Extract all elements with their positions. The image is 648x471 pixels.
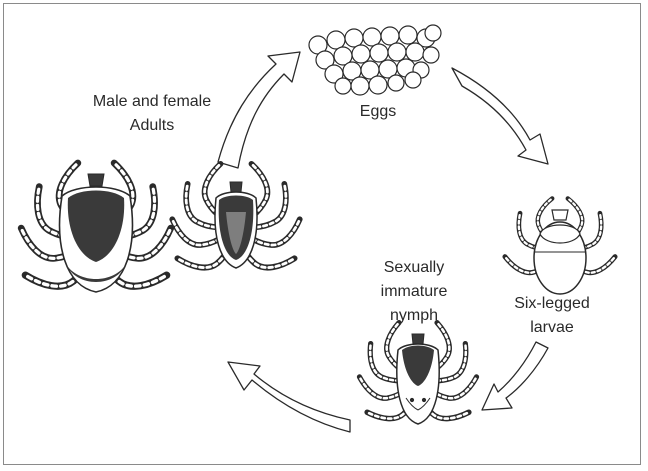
larva-tick bbox=[505, 198, 615, 294]
adult-female-tick bbox=[21, 163, 171, 302]
nymph-tick bbox=[360, 323, 477, 431]
arrow-adults-to-eggs bbox=[218, 52, 300, 168]
nymph-label-line-3: nymph bbox=[366, 304, 462, 328]
arrow-eggs-to-larvae bbox=[452, 68, 548, 164]
adults-label: Male and female Adults bbox=[78, 90, 226, 138]
nymph-label-line-1: Sexually bbox=[366, 256, 462, 280]
arrow-larvae-to-nymph bbox=[482, 342, 548, 410]
larvae-label-line-1: Six-legged bbox=[500, 292, 604, 316]
larvae-label: Six-legged larvae bbox=[500, 292, 604, 340]
adults-label-line-1: Male and female bbox=[78, 90, 226, 114]
nymph-label-line-2: immature bbox=[366, 280, 462, 304]
nymph-label: Sexually immature nymph bbox=[366, 256, 462, 328]
adults-label-line-2: Adults bbox=[78, 114, 226, 138]
arrow-nymph-to-adults bbox=[228, 362, 350, 432]
eggs-cluster bbox=[309, 25, 441, 95]
adult-male-tick bbox=[172, 164, 299, 281]
larvae-label-line-2: larvae bbox=[500, 316, 604, 340]
eggs-label: Eggs bbox=[346, 100, 410, 124]
